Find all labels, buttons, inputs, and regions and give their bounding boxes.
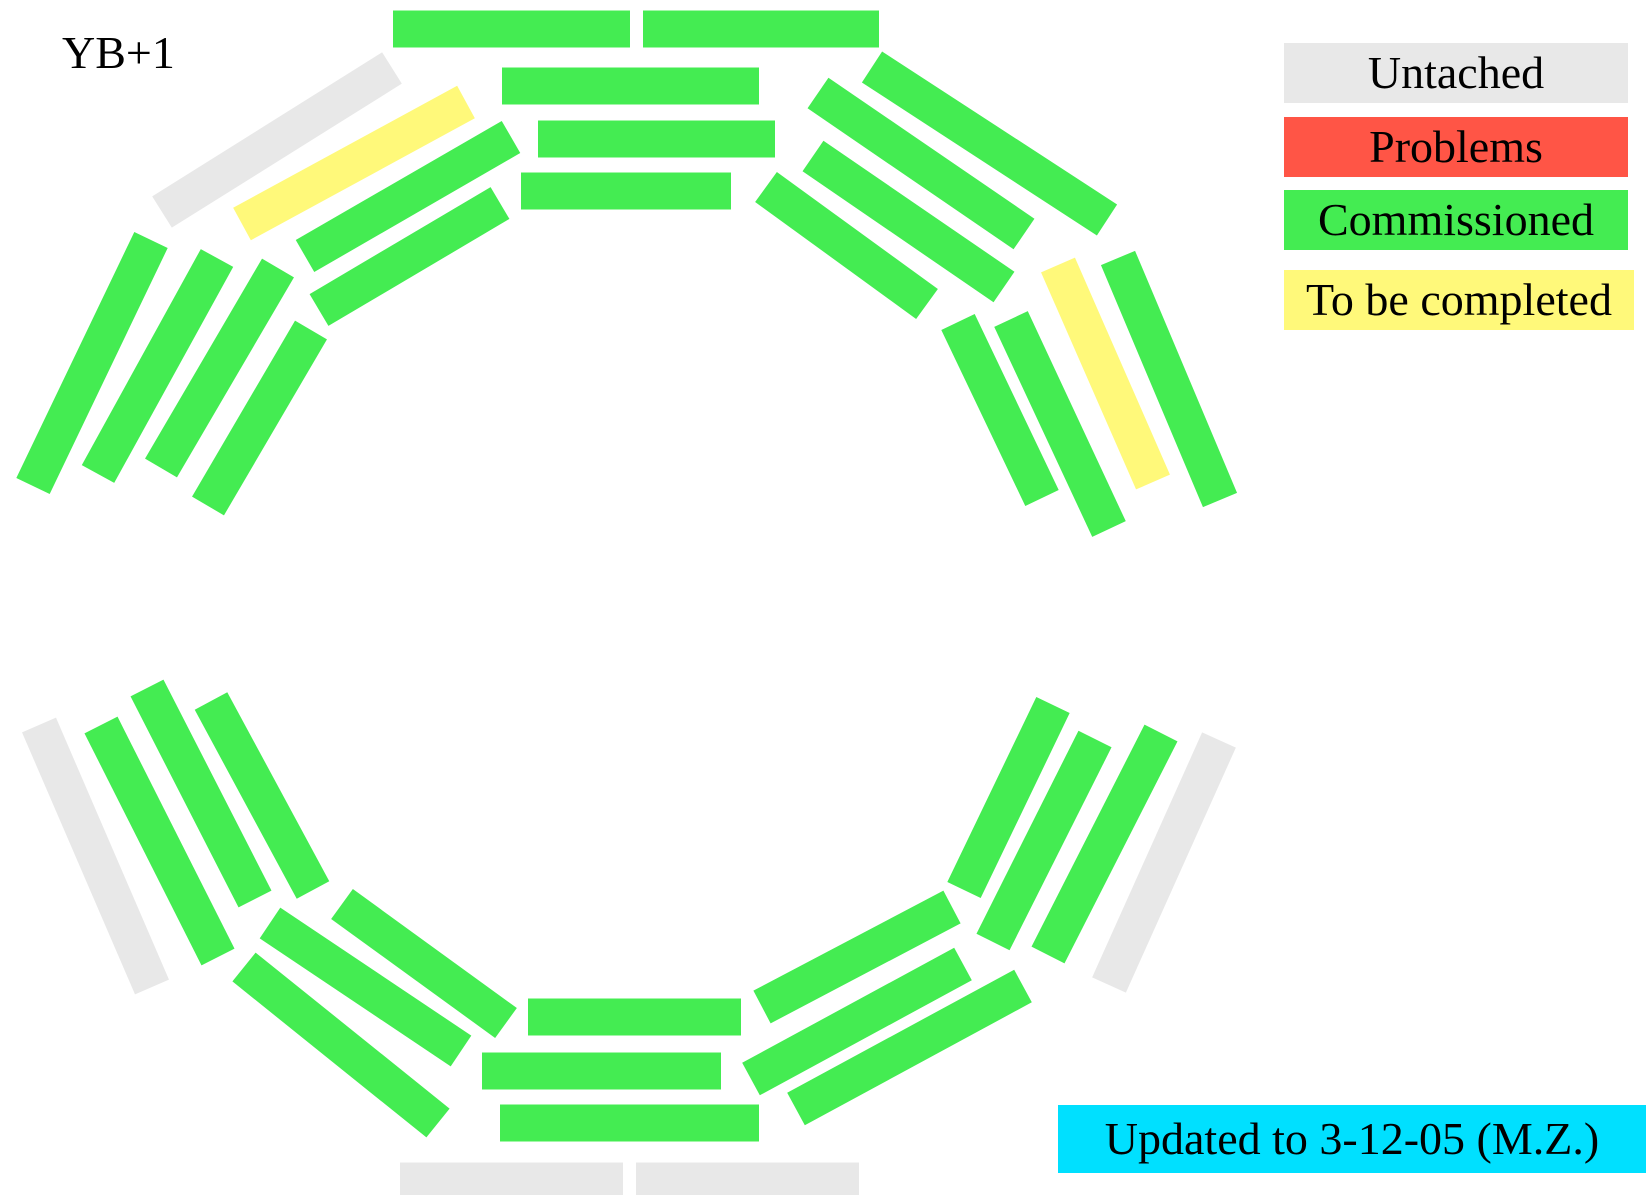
chamber-untached bbox=[152, 52, 402, 228]
chamber-commissioned bbox=[807, 77, 1035, 250]
legend-to-be-completed: To be completed bbox=[1284, 270, 1634, 330]
chamber-commissioned bbox=[947, 696, 1070, 899]
chamber-to-be-completed bbox=[1041, 257, 1170, 490]
chamber-commissioned bbox=[994, 311, 1126, 537]
chamber-commissioned bbox=[753, 890, 961, 1024]
chamber-commissioned bbox=[941, 314, 1059, 506]
chamber-commissioned bbox=[84, 716, 235, 966]
chamber-commissioned bbox=[232, 952, 450, 1138]
legend-untached: Untached bbox=[1284, 43, 1628, 103]
chamber-untached bbox=[1092, 732, 1236, 993]
chamber-commissioned bbox=[309, 187, 510, 326]
chamber-commissioned bbox=[976, 730, 1112, 951]
chamber-commissioned bbox=[802, 140, 1015, 303]
wheel-title: YB+1 bbox=[62, 27, 175, 78]
chamber-commissioned bbox=[259, 907, 472, 1067]
chamber-commissioned bbox=[145, 258, 294, 478]
chamber-commissioned bbox=[130, 679, 272, 908]
chamber-commissioned bbox=[1031, 724, 1178, 964]
updated-label: Updated to 3-12-05 (M.Z.) bbox=[1058, 1105, 1646, 1173]
chamber-commissioned bbox=[787, 969, 1032, 1126]
chamber-commissioned bbox=[295, 120, 521, 273]
legend-commissioned: Commissioned bbox=[1284, 190, 1628, 250]
chamber-commissioned bbox=[192, 320, 327, 516]
chamber-commissioned bbox=[331, 889, 517, 1038]
chamber-untached bbox=[22, 717, 169, 995]
chamber-commissioned bbox=[194, 692, 330, 899]
chamber-to-be-completed bbox=[233, 85, 475, 241]
chamber-commissioned bbox=[755, 172, 938, 319]
chamber-commissioned bbox=[742, 947, 972, 1096]
chamber-commissioned bbox=[81, 249, 234, 483]
chamber-commissioned bbox=[861, 51, 1118, 236]
legend-problems: Problems bbox=[1284, 117, 1628, 177]
chamber-commissioned bbox=[1100, 250, 1238, 508]
chamber-commissioned bbox=[16, 231, 168, 495]
